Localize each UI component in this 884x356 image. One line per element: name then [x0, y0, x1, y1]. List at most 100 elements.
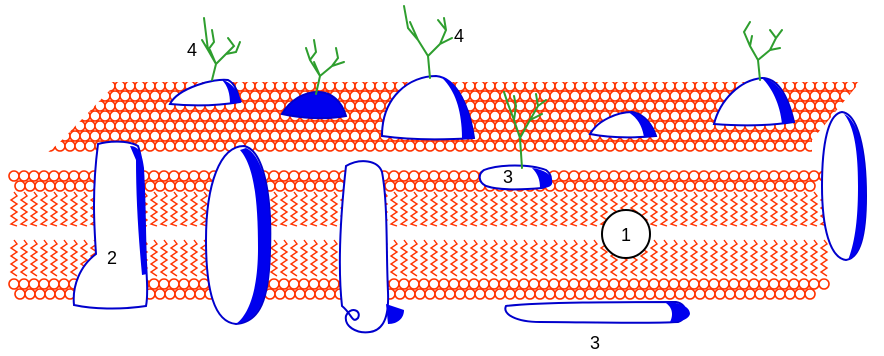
lipid-head	[340, 131, 350, 141]
lipid-head	[345, 141, 355, 151]
lipid-head	[355, 101, 365, 111]
lipid-head	[770, 131, 780, 141]
lipid-head	[419, 279, 429, 289]
lipid-head	[875, 121, 884, 131]
lipid-head	[575, 181, 585, 191]
lipid-head	[835, 81, 845, 91]
lipid-head	[409, 279, 419, 289]
lipid-head	[809, 171, 819, 181]
lipid-head	[689, 279, 699, 289]
lipid-head	[165, 121, 175, 131]
lipid-head	[255, 141, 265, 151]
lipid-head	[10, 91, 20, 101]
lipid-tail	[691, 192, 697, 226]
lipid-tail	[751, 192, 757, 226]
lipid-head	[625, 141, 635, 151]
lipid-head	[60, 131, 70, 141]
lipid-head	[59, 171, 69, 181]
lipid-tail	[31, 192, 37, 226]
lipid-head	[385, 181, 395, 191]
lipid-head	[375, 81, 385, 91]
lipid-head	[95, 101, 105, 111]
lipid-head	[255, 101, 265, 111]
lipid-head	[345, 101, 355, 111]
lipid-head	[585, 81, 595, 91]
lipid-tail	[651, 240, 657, 276]
lipid-head	[70, 111, 80, 121]
lipid-head	[435, 181, 445, 191]
lipid-head	[90, 111, 100, 121]
lipid-head	[595, 181, 605, 191]
lipid-head	[175, 81, 185, 91]
lipid-head	[769, 171, 779, 181]
lipid-head	[345, 121, 355, 131]
lipid-head	[125, 121, 135, 131]
lipid-head	[815, 81, 825, 91]
lipid-head	[110, 91, 120, 101]
lipid-head	[90, 91, 100, 101]
lipid-head	[599, 171, 609, 181]
lipid-head	[245, 101, 255, 111]
lipid-head	[635, 289, 645, 299]
lipid-tail	[411, 240, 417, 276]
lipid-head	[865, 101, 875, 111]
lipid-head	[665, 101, 675, 111]
lipid-tail	[781, 240, 787, 276]
lipid-head	[365, 121, 375, 131]
lipid-head	[749, 279, 759, 289]
lipid-head	[800, 91, 810, 101]
lipid-head	[695, 101, 705, 111]
lipid-head	[505, 289, 515, 299]
lipid-head	[605, 289, 615, 299]
lipid-head	[599, 279, 609, 289]
lipid-head	[695, 121, 705, 131]
lipid-head	[615, 289, 625, 299]
lipid-head	[690, 91, 700, 101]
lipid-head	[419, 171, 429, 181]
lipid-head	[395, 141, 405, 151]
lipid-head	[525, 289, 535, 299]
lipid-head	[190, 111, 200, 121]
lipid-head	[175, 121, 185, 131]
lipid-head	[799, 171, 809, 181]
lipid-head	[545, 289, 555, 299]
lipid-tail	[391, 240, 397, 276]
lipid-head	[555, 121, 565, 131]
lipid-head	[555, 289, 565, 299]
lipid-head	[840, 91, 850, 101]
lipid-head	[159, 171, 169, 181]
lipid-head	[155, 141, 165, 151]
lipid-head	[40, 111, 50, 121]
lipid-head	[105, 121, 115, 131]
lipid-head	[675, 121, 685, 131]
lipid-head	[665, 121, 675, 131]
lipid-head	[785, 289, 795, 299]
lipid-head	[560, 111, 570, 121]
lipid-head	[30, 111, 40, 121]
lipid-head	[775, 141, 785, 151]
lipid-head	[85, 121, 95, 131]
lipid-head	[645, 101, 655, 111]
lipid-head	[605, 81, 615, 91]
lipid-head	[245, 121, 255, 131]
lipid-tail	[591, 192, 597, 226]
label-4-left: 4	[187, 40, 197, 60]
lipid-head	[275, 141, 285, 151]
lipid-head	[165, 181, 175, 191]
lipid-head	[645, 289, 655, 299]
lipid-head	[815, 101, 825, 111]
lipid-head	[665, 181, 675, 191]
lipid-head	[820, 91, 830, 101]
lipid-head	[665, 289, 675, 299]
lipid-head	[315, 141, 325, 151]
lipid-head	[685, 81, 695, 91]
lipid-head	[729, 279, 739, 289]
lipid-head	[530, 91, 540, 101]
lipid-tail	[441, 192, 447, 226]
lipid-head	[330, 131, 340, 141]
lipid-head	[215, 141, 225, 151]
lipid-head	[445, 141, 455, 151]
lipid-head	[539, 279, 549, 289]
lipid-head	[29, 171, 39, 181]
lipid-head	[865, 121, 875, 131]
